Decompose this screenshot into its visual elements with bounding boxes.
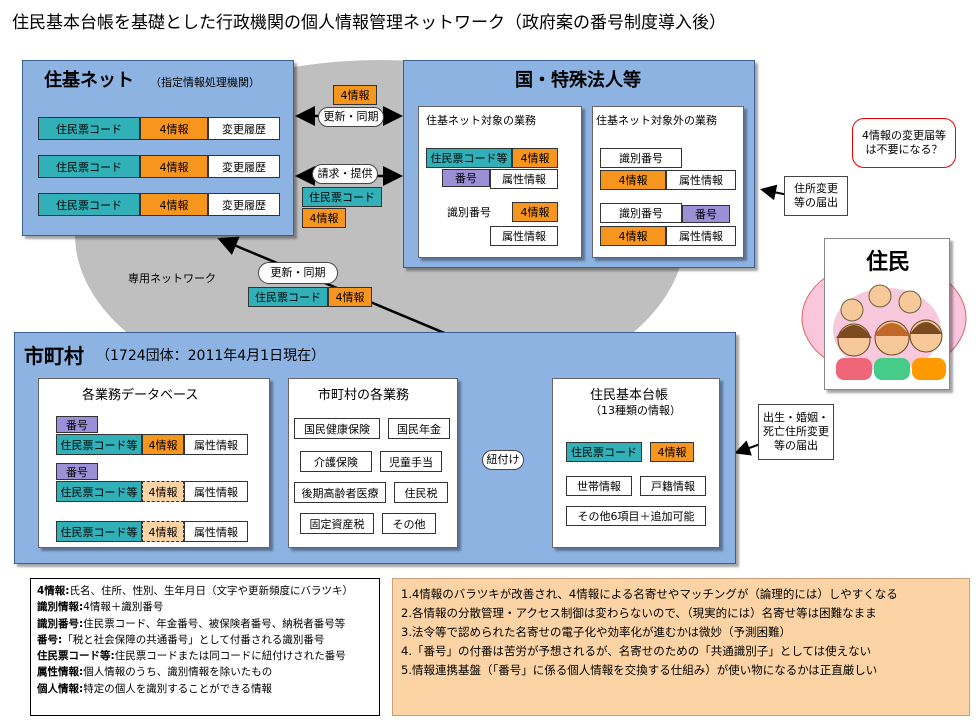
db-row3-info: 4情報 [142,521,184,542]
db-row3-code: 住民票コード等 [56,521,142,542]
resident-code-cell: 住民票コード [38,117,140,140]
service-item: 児童手当 [380,451,442,472]
four-info-cell: 4情報 [140,117,208,140]
register-subtitle: （13種類の情報） [590,404,681,417]
definition-item: 識別番号:住民票コード、年金番号、被保険者番号、納税者番号等 [37,617,346,630]
address-change-callout: 住所変更等の届出 [784,176,848,216]
db-title: 各業務データベース [82,388,199,403]
link-mid-label: 請求・提供 [312,164,378,184]
in-scope-number: 番号 [442,169,490,187]
db-row1-code: 住民票コード等 [56,434,142,455]
page-title: 住民基本台帳を基礎とした行政機関の個人情報管理ネットワーク（政府案の番号制度導入… [12,13,726,33]
db-row2-code: 住民票コード等 [56,481,142,502]
service-item: 後期高齢者医療 [294,482,386,503]
out-scope-info-2: 4情報 [600,226,666,246]
four-info-cell: 4情報 [140,193,208,216]
dedicated-network-label: 専用ネットワーク [128,272,216,285]
in-scope-code: 住民票コード等 [426,148,512,168]
link-top-info: 4情報 [333,85,377,105]
in-scope-info-2: 4情報 [512,202,558,222]
shichoson-subtitle: （1724団体：2011年4月1日現在） [96,348,326,364]
service-item: その他 [382,513,436,534]
services-title: 市町村の各業務 [318,388,410,403]
in-scope-attr-1: 属性情報 [490,169,558,189]
issues-box: 1.4情報のバラツキが改善され、4情報による名寄せやマッチングが（論理的には）し… [392,578,970,716]
change-history-cell: 変更履歴 [208,193,280,216]
link-label: 紐付け [482,450,524,470]
definition-item: 属性情報:個人情報のうち、識別情報を除いたもの [37,666,273,679]
link-bottom-label: 更新・同期 [258,262,338,284]
link-mid-info: 4情報 [302,208,346,228]
service-item: 国民年金 [388,418,450,439]
definition-item: 住民票コード等:住民票コードまたは同コードに紐付けされた番号 [37,650,346,663]
register-title: 住民基本台帳 [590,388,669,403]
issue-item: 1.4情報のバラツキが改善され、4情報による名寄せやマッチングが（論理的には）し… [401,587,898,601]
definition-item: 個人情報:特定の個人を識別することができる情報 [37,682,272,695]
out-scope-number: 番号 [682,205,730,223]
definition-item: 番号:「税と社会保障の共通番号」として付番される識別番号 [37,633,325,646]
kuni-title: 国・特殊法人等 [515,70,641,91]
link-mid-code: 住民票コード [302,187,382,207]
issue-item: 5.情報連携基盤（「番号」に係る個人情報を交換する仕組み）が使い物になるかは正直… [401,663,878,677]
db-row1-number: 番号 [56,416,98,433]
resident-code-cell: 住民票コード [38,155,140,178]
service-item: 介護保険 [300,451,372,472]
db-row2-number: 番号 [56,463,98,480]
db-row2-info: 4情報 [142,481,184,502]
out-scope-info-1: 4情報 [600,170,666,190]
definition-item: 4情報:氏名、住所、性別、生年月日（文字や更新頻度にバラツキ） [37,585,354,597]
out-scope-id-1: 識別番号 [600,148,682,168]
definition-item: 識別情報:4情報＋識別番号 [37,601,164,614]
service-item: 住民税 [394,482,448,503]
out-scope-attr-2: 属性情報 [666,226,736,246]
db-row1-attr: 属性情報 [184,434,248,455]
link-bottom-code: 住民票コード [248,287,328,307]
link-bottom-info: 4情報 [328,287,372,307]
db-row3-attr: 属性情報 [184,521,248,542]
issue-item: 2.各情報の分散管理・アクセス制御は変わらないので、（現実的には）名寄せ等は困難… [401,606,877,620]
question-callout: 4情報の変更届等は不要になる？ [852,118,956,168]
link-top-label: 更新・同期 [318,107,384,127]
register-household: 世帯情報 [566,476,632,496]
issue-item: 4.「番号」の付番は苦労が予想されるが、名寄せのための「共通識別子」としては使え… [401,644,872,658]
in-scope-id: 識別番号 [447,206,491,219]
service-item: 国民健康保険 [294,418,380,439]
out-scope-title: 住基ネット対象外の業務 [596,114,717,127]
service-item: 固定資産税 [300,513,374,534]
register-info: 4情報 [650,442,694,462]
shichoson-title: 市町村 [24,344,84,368]
register-code: 住民票コード [566,442,642,462]
issue-item: 3.法令等で認められた名寄せの電子化や効率化が進むかは微妙（予測困難） [401,625,792,639]
change-history-cell: 変更履歴 [208,155,280,178]
db-row1-info: 4情報 [142,434,184,455]
life-events-callout: 出生・婚姻・死亡住所変更等の届出 [758,404,834,460]
definitions-box: 4情報:氏名、住所、性別、生年月日（文字や更新頻度にバラツキ） 識別情報:4情報… [30,578,380,716]
register-family: 戸籍情報 [640,476,706,496]
db-row2-attr: 属性情報 [184,481,248,502]
change-history-cell: 変更履歴 [208,117,280,140]
juki-net-title: 住基ネット [44,70,134,91]
resident-title: 住民 [866,250,911,275]
in-scope-title: 住基ネット対象の業務 [426,114,536,127]
register-other: その他6項目＋追加可能 [566,506,706,526]
four-info-cell: 4情報 [140,155,208,178]
in-scope-info-1: 4情報 [512,148,558,168]
juki-net-subtitle: （指定情報処理機関） [150,76,260,89]
resident-code-cell: 住民票コード [38,193,140,216]
out-scope-attr-1: 属性情報 [666,170,736,190]
in-scope-attr-2: 属性情報 [490,226,558,246]
out-scope-id-2: 識別番号 [600,203,682,223]
